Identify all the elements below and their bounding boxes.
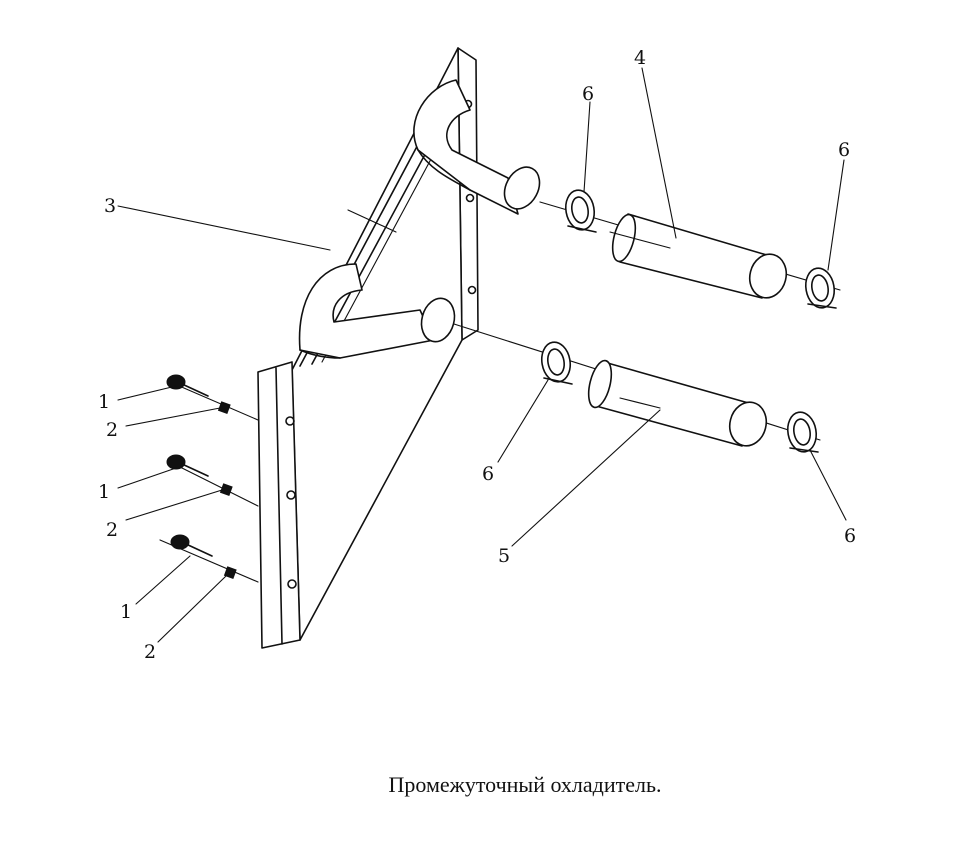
hose-clamp: [786, 411, 819, 453]
mount-hole: [286, 490, 296, 500]
bolt: [170, 534, 213, 557]
bolt: [166, 454, 209, 477]
hose-4: [609, 213, 788, 299]
callout-1-middle: 1: [98, 481, 110, 503]
hose-clamp: [564, 189, 597, 233]
callout-1-bottom: 1: [120, 601, 132, 623]
nut: [217, 401, 231, 415]
callout-2-bottom: 2: [144, 641, 156, 663]
bolt: [166, 374, 209, 397]
mount-hole: [287, 579, 297, 589]
callout-labels: 3 1 2 1 2 1 2 4 6 6 6 6 5: [98, 47, 856, 663]
hose-5: [587, 359, 768, 447]
nut: [223, 566, 237, 580]
mount-hole: [285, 416, 295, 426]
nut: [219, 483, 233, 497]
callout-6-lower-right: 6: [844, 525, 856, 547]
callout-4: 4: [634, 47, 646, 69]
lower-pipe: [298, 263, 456, 359]
callout-6-upper-right: 6: [838, 139, 850, 161]
callout-1-top: 1: [98, 391, 110, 413]
hose-clamp: [804, 267, 837, 309]
upper-pipe: [413, 79, 541, 215]
callout-5: 5: [498, 545, 510, 567]
leader-lines: [117, 67, 847, 643]
figure-caption: Промежуточный охладитель.: [388, 772, 662, 797]
callout-6-lower-left: 6: [482, 463, 494, 485]
callout-3: 3: [104, 195, 116, 217]
callout-2-middle: 2: [106, 519, 118, 541]
mount-hole: [467, 285, 477, 295]
hose-clamp: [540, 341, 573, 385]
mount-hole: [465, 193, 475, 203]
callout-2-top: 2: [106, 419, 118, 441]
callout-6-upper-left: 6: [582, 83, 594, 105]
